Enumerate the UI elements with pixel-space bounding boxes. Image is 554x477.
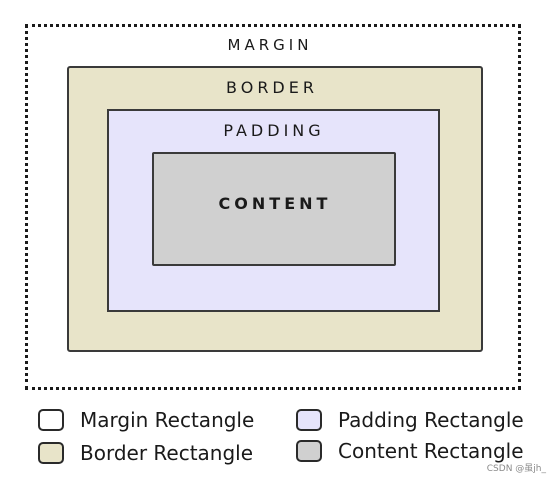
legend-content: Content Rectangle xyxy=(296,437,524,465)
legend-border-swatch xyxy=(38,442,64,464)
border-label: BORDER xyxy=(226,78,318,97)
padding-label: PADDING xyxy=(223,121,325,140)
legend-margin-swatch xyxy=(38,409,64,431)
legend-padding: Padding Rectangle xyxy=(296,406,524,434)
margin-label: MARGIN xyxy=(227,36,313,54)
legend-content-swatch xyxy=(296,440,322,462)
watermark: CSDN @虽jh_ xyxy=(486,464,546,474)
content-rectangle xyxy=(152,152,396,266)
legend-padding-swatch xyxy=(296,409,322,431)
legend-margin-label: Margin Rectangle xyxy=(80,408,255,432)
legend-border: Border Rectangle xyxy=(38,439,253,467)
legend-margin: Margin Rectangle xyxy=(38,406,254,434)
legend-padding-label: Padding Rectangle xyxy=(338,408,524,432)
legend-border-label: Border Rectangle xyxy=(80,441,254,465)
legend-content-label: Content Rectangle xyxy=(338,439,524,463)
content-label: CONTENT xyxy=(218,194,332,213)
